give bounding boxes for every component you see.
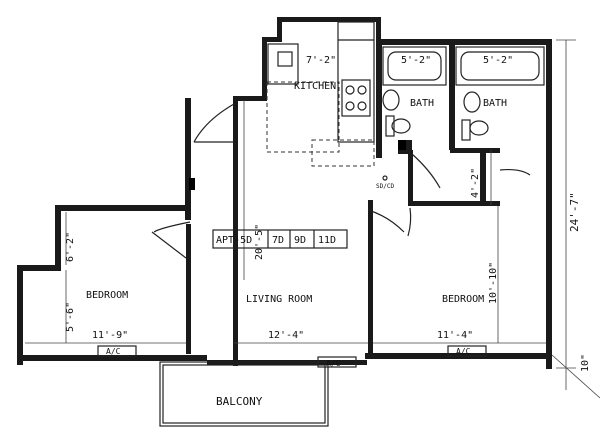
kitchen-fixtures — [193, 21, 375, 167]
dim-bedroom-left-lower: 5'-6" — [65, 302, 76, 332]
dim-living-width: 12'-4" — [268, 330, 304, 341]
dim-bedroom-left-width: 11'-9" — [92, 330, 128, 341]
washer-dryer-label: SD/CD — [376, 183, 394, 190]
balcony-label: BALCONY — [216, 395, 263, 408]
dim-overall-height: 24'-7" — [568, 192, 581, 232]
dim-bath-left-width: 5'-2" — [401, 55, 431, 66]
bath-right-label: BATH — [483, 98, 507, 109]
interior-walls — [186, 42, 500, 366]
bath-left-label: BATH — [410, 98, 434, 109]
bath-fixtures — [382, 46, 545, 189]
dim-bedroom-right-width: 11'-4" — [437, 330, 473, 341]
ac-label: A/C — [106, 347, 121, 356]
apartment-unit: 9D — [294, 235, 306, 246]
ac-label: A/C — [326, 359, 341, 368]
balcony — [159, 361, 329, 427]
ac-label: A/C — [456, 347, 471, 356]
kitchen-label: KITCHEN — [294, 81, 336, 92]
apartment-label: APT-5D 7D 9D 11D — [212, 229, 348, 249]
dim-kitchen-width: 7'-2" — [306, 55, 336, 66]
dim-bedroom-right-height: 10'-10" — [488, 262, 499, 304]
apartment-unit: 7D — [272, 235, 284, 246]
apartment-prefix: APT-5D — [216, 235, 252, 246]
ac-units — [97, 345, 487, 368]
apartment-unit: 11D — [318, 235, 336, 246]
dim-bath-depth: 4'-2" — [470, 168, 481, 198]
dim-bath-right-width: 5'-2" — [483, 55, 513, 66]
dim-living-height: 20'-5" — [254, 224, 265, 260]
door-swings — [151, 207, 412, 259]
dim-bedroom-left-upper: 6'-2" — [65, 232, 76, 262]
bedroom-right-label: BEDROOM — [442, 294, 484, 305]
dim-balcony-depth: 10" — [580, 354, 591, 372]
dimension-lines — [25, 39, 600, 399]
bedroom-left-label: BEDROOM — [86, 290, 128, 301]
living-room-label: LIVING ROOM — [246, 294, 312, 305]
